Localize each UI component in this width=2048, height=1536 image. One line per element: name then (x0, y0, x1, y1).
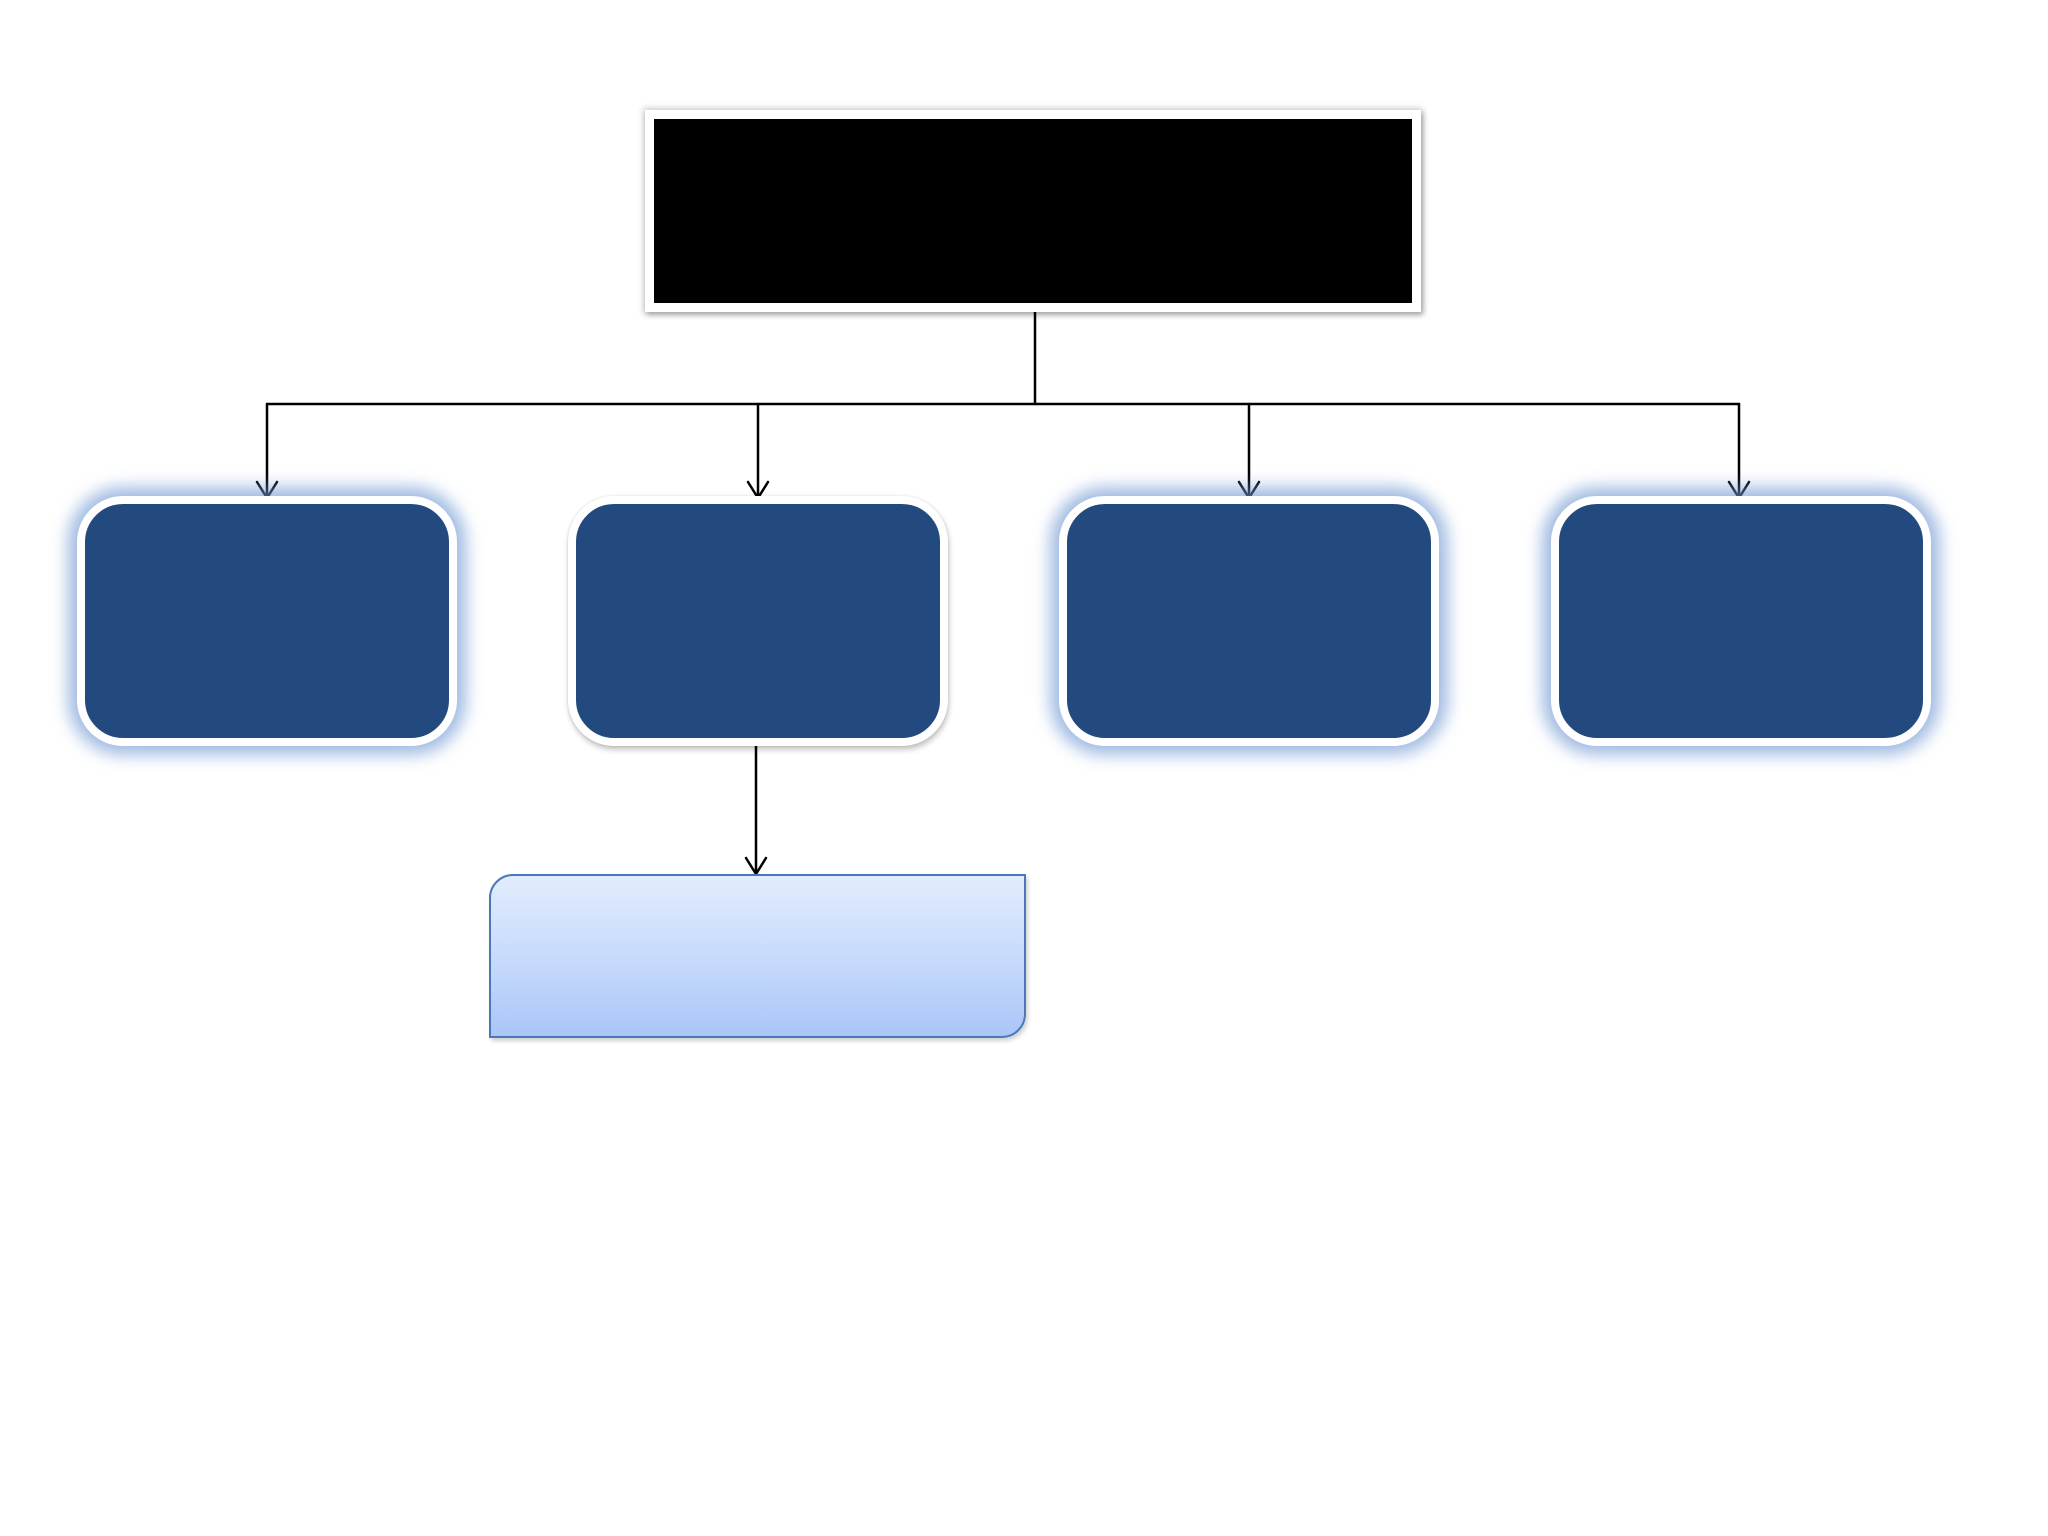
child-node-3[interactable] (1059, 496, 1439, 746)
root-node[interactable] (645, 110, 1421, 312)
sub-node[interactable] (489, 874, 1026, 1038)
child-node-1[interactable] (77, 496, 457, 746)
child-node-4[interactable] (1551, 496, 1931, 746)
child-node-2[interactable] (568, 496, 948, 746)
